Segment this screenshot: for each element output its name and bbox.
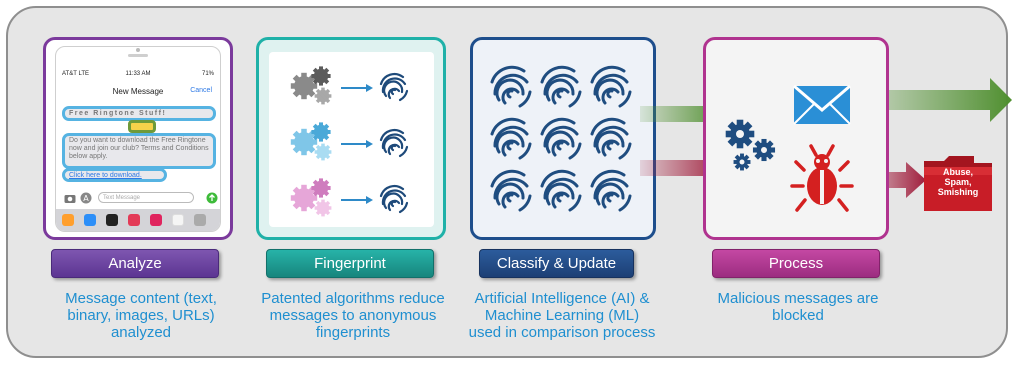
arrow-right-icon xyxy=(858,162,926,198)
gears-icon xyxy=(725,119,776,171)
process-description: Malicious messages are blocked xyxy=(700,290,896,324)
new-message-title: New Message xyxy=(112,87,164,96)
fingerprint-icon xyxy=(379,72,409,103)
cancel-button[interactable]: Cancel xyxy=(190,87,212,94)
fingerprint-frame xyxy=(256,37,446,240)
message-bubble-body: Do you want to download the Free Rington… xyxy=(62,133,216,169)
fingerprint-button[interactable]: Fingerprint xyxy=(266,249,434,278)
spam-label-line: Smishing xyxy=(937,187,979,197)
description-line: Machine Learning (ML) xyxy=(484,307,640,324)
folder-icon: Abuse, Spam, Smishing xyxy=(922,153,994,213)
arrow-right-icon xyxy=(341,84,373,92)
photos-app-icon[interactable] xyxy=(62,214,74,226)
description-line: analyzed xyxy=(110,324,172,341)
time-label: 11:33 AM xyxy=(125,71,151,77)
search-app-icon[interactable] xyxy=(128,214,140,226)
applepay-app-icon[interactable] xyxy=(106,214,118,226)
description-line: used in comparison process xyxy=(468,324,656,341)
process-frame xyxy=(703,37,889,240)
arrow-right-icon xyxy=(640,150,728,186)
description-line: messages to anonymous xyxy=(269,307,437,324)
spam-folder-label: Abuse, Spam, Smishing xyxy=(922,167,994,197)
appstore-app-icon[interactable] xyxy=(84,214,96,226)
analyze-description: Message content (text, binary, images, U… xyxy=(46,290,236,341)
arrow-right-icon xyxy=(341,196,373,204)
description-line: binary, images, URLs) xyxy=(67,307,215,324)
battery-label: 71% xyxy=(201,71,214,77)
classify-frame xyxy=(470,37,656,240)
message-bubble-headline: Free Ringtone Stuff! xyxy=(62,106,216,121)
camera-icon[interactable] xyxy=(64,193,76,203)
process-button[interactable]: Process xyxy=(712,249,880,278)
bug-icon xyxy=(790,144,854,212)
description-line: fingerprints xyxy=(315,324,391,341)
fingerprint-description: Patented algorithms reduce messages to a… xyxy=(242,290,464,341)
classify-description: Artificial Intelligence (AI) & Machine L… xyxy=(456,290,668,341)
more-apps-icon[interactable] xyxy=(194,214,206,226)
description-line: Artificial Intelligence (AI) & xyxy=(474,290,650,307)
envelope-icon xyxy=(793,84,851,125)
appstore-icon[interactable]: A xyxy=(80,192,92,204)
emoji-highlight xyxy=(128,120,156,133)
status-bar: AT&T LTE 11:33 AM 71% xyxy=(56,71,220,81)
message-toolbar: A Text Message xyxy=(56,191,220,205)
spam-label-line: Spam, xyxy=(944,177,972,187)
description-line: Message content (text, xyxy=(65,290,217,307)
classify-update-button[interactable]: Classify & Update xyxy=(479,249,634,278)
carrier-label: AT&T LTE xyxy=(62,71,90,77)
send-icon[interactable] xyxy=(206,192,218,204)
description-line: Malicious messages are xyxy=(717,290,879,307)
description-line: blocked xyxy=(772,307,824,324)
arrow-right-icon xyxy=(341,140,373,148)
smartphone-icon: AT&T LTE 11:33 AM 71% New Message Cancel… xyxy=(55,46,221,232)
analyze-frame: AT&T LTE 11:33 AM 71% New Message Cancel… xyxy=(43,37,233,240)
analyze-button[interactable]: Analyze xyxy=(51,249,219,278)
heart-app-icon[interactable] xyxy=(150,214,162,226)
music-app-icon[interactable] xyxy=(172,214,184,226)
arrow-right-icon xyxy=(640,96,728,132)
download-link[interactable]: Click here to download. xyxy=(62,168,167,182)
text-message-input[interactable]: Text Message xyxy=(98,192,194,203)
arrow-right-icon xyxy=(852,78,1012,122)
svg-text:A: A xyxy=(83,194,89,203)
app-dock xyxy=(56,209,220,231)
spam-label-line: Abuse, xyxy=(942,167,973,177)
fingerprint-illustration xyxy=(269,52,434,227)
description-line: Patented algorithms reduce xyxy=(261,290,445,307)
